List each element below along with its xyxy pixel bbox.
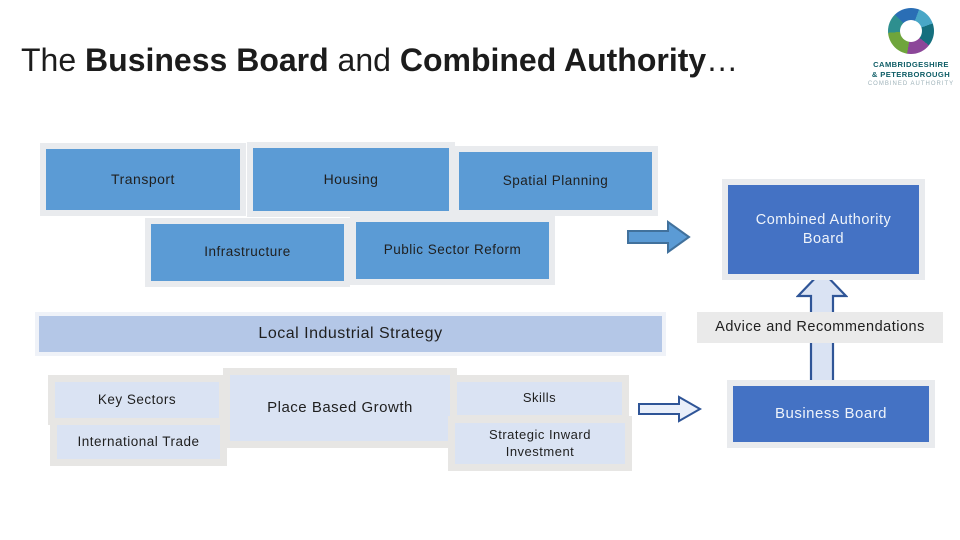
- box-infrastructure-label: Infrastructure: [151, 224, 344, 281]
- right-arrow-to-combined-authority-board-icon: [627, 220, 691, 254]
- swirl-logo-icon: [888, 8, 934, 54]
- right-arrow-to-business-board-icon: [638, 395, 703, 423]
- page-title: The Business Board and Combined Authorit…: [21, 42, 738, 79]
- box-housing-label: Housing: [253, 148, 449, 211]
- title-combined-authority: Combined Authority: [399, 42, 707, 78]
- box-advice-and-recommendations-label: Advice and Recommendations: [697, 312, 943, 343]
- box-skills-label: Skills: [457, 382, 622, 415]
- box-spatial-planning: Spatial Planning: [453, 146, 658, 216]
- box-housing: Housing: [247, 142, 455, 217]
- box-transport: Transport: [40, 143, 246, 216]
- box-place-based-growth-label: Place Based Growth: [230, 375, 450, 441]
- box-infrastructure: Infrastructure: [145, 218, 350, 287]
- box-skills: Skills: [450, 375, 629, 422]
- box-key-sectors-label: Key Sectors: [55, 382, 219, 418]
- box-local-industrial-strategy: Local Industrial Strategy: [35, 312, 666, 356]
- box-spatial-planning-label: Spatial Planning: [459, 152, 652, 210]
- box-strategic-inward-investment-label: Strategic Inward Investment: [455, 423, 625, 464]
- title-ellipsis: …: [706, 42, 739, 78]
- logo-line-1: CAMBRIDGESHIRE: [873, 60, 949, 69]
- box-international-trade-label: International Trade: [57, 425, 220, 459]
- box-strategic-inward-investment: Strategic Inward Investment: [448, 416, 632, 471]
- logo-line-2: & PETERBOROUGH: [871, 69, 951, 79]
- box-combined-authority-board: Combined Authority Board: [722, 179, 925, 280]
- box-business-board-label: Business Board: [733, 386, 929, 442]
- box-key-sectors: Key Sectors: [48, 375, 226, 425]
- box-business-board: Business Board: [727, 380, 935, 448]
- box-place-based-growth: Place Based Growth: [223, 368, 457, 448]
- title-mid: and: [328, 42, 400, 78]
- box-public-sector-reform: Public Sector Reform: [350, 216, 555, 285]
- logo-line-3: COMBINED AUTHORITY: [867, 81, 955, 87]
- organisation-logo: CAMBRIDGESHIRE & PETERBOROUGH COMBINED A…: [864, 6, 958, 98]
- box-international-trade: International Trade: [50, 418, 227, 466]
- box-advice-and-recommendations: Advice and Recommendations: [697, 312, 943, 343]
- box-public-sector-reform-label: Public Sector Reform: [356, 222, 549, 279]
- box-local-industrial-strategy-label: Local Industrial Strategy: [39, 316, 662, 352]
- title-prefix: The: [21, 42, 86, 78]
- box-combined-authority-board-label: Combined Authority Board: [728, 185, 919, 274]
- box-transport-label: Transport: [46, 149, 240, 210]
- title-business-board: Business Board: [85, 42, 329, 78]
